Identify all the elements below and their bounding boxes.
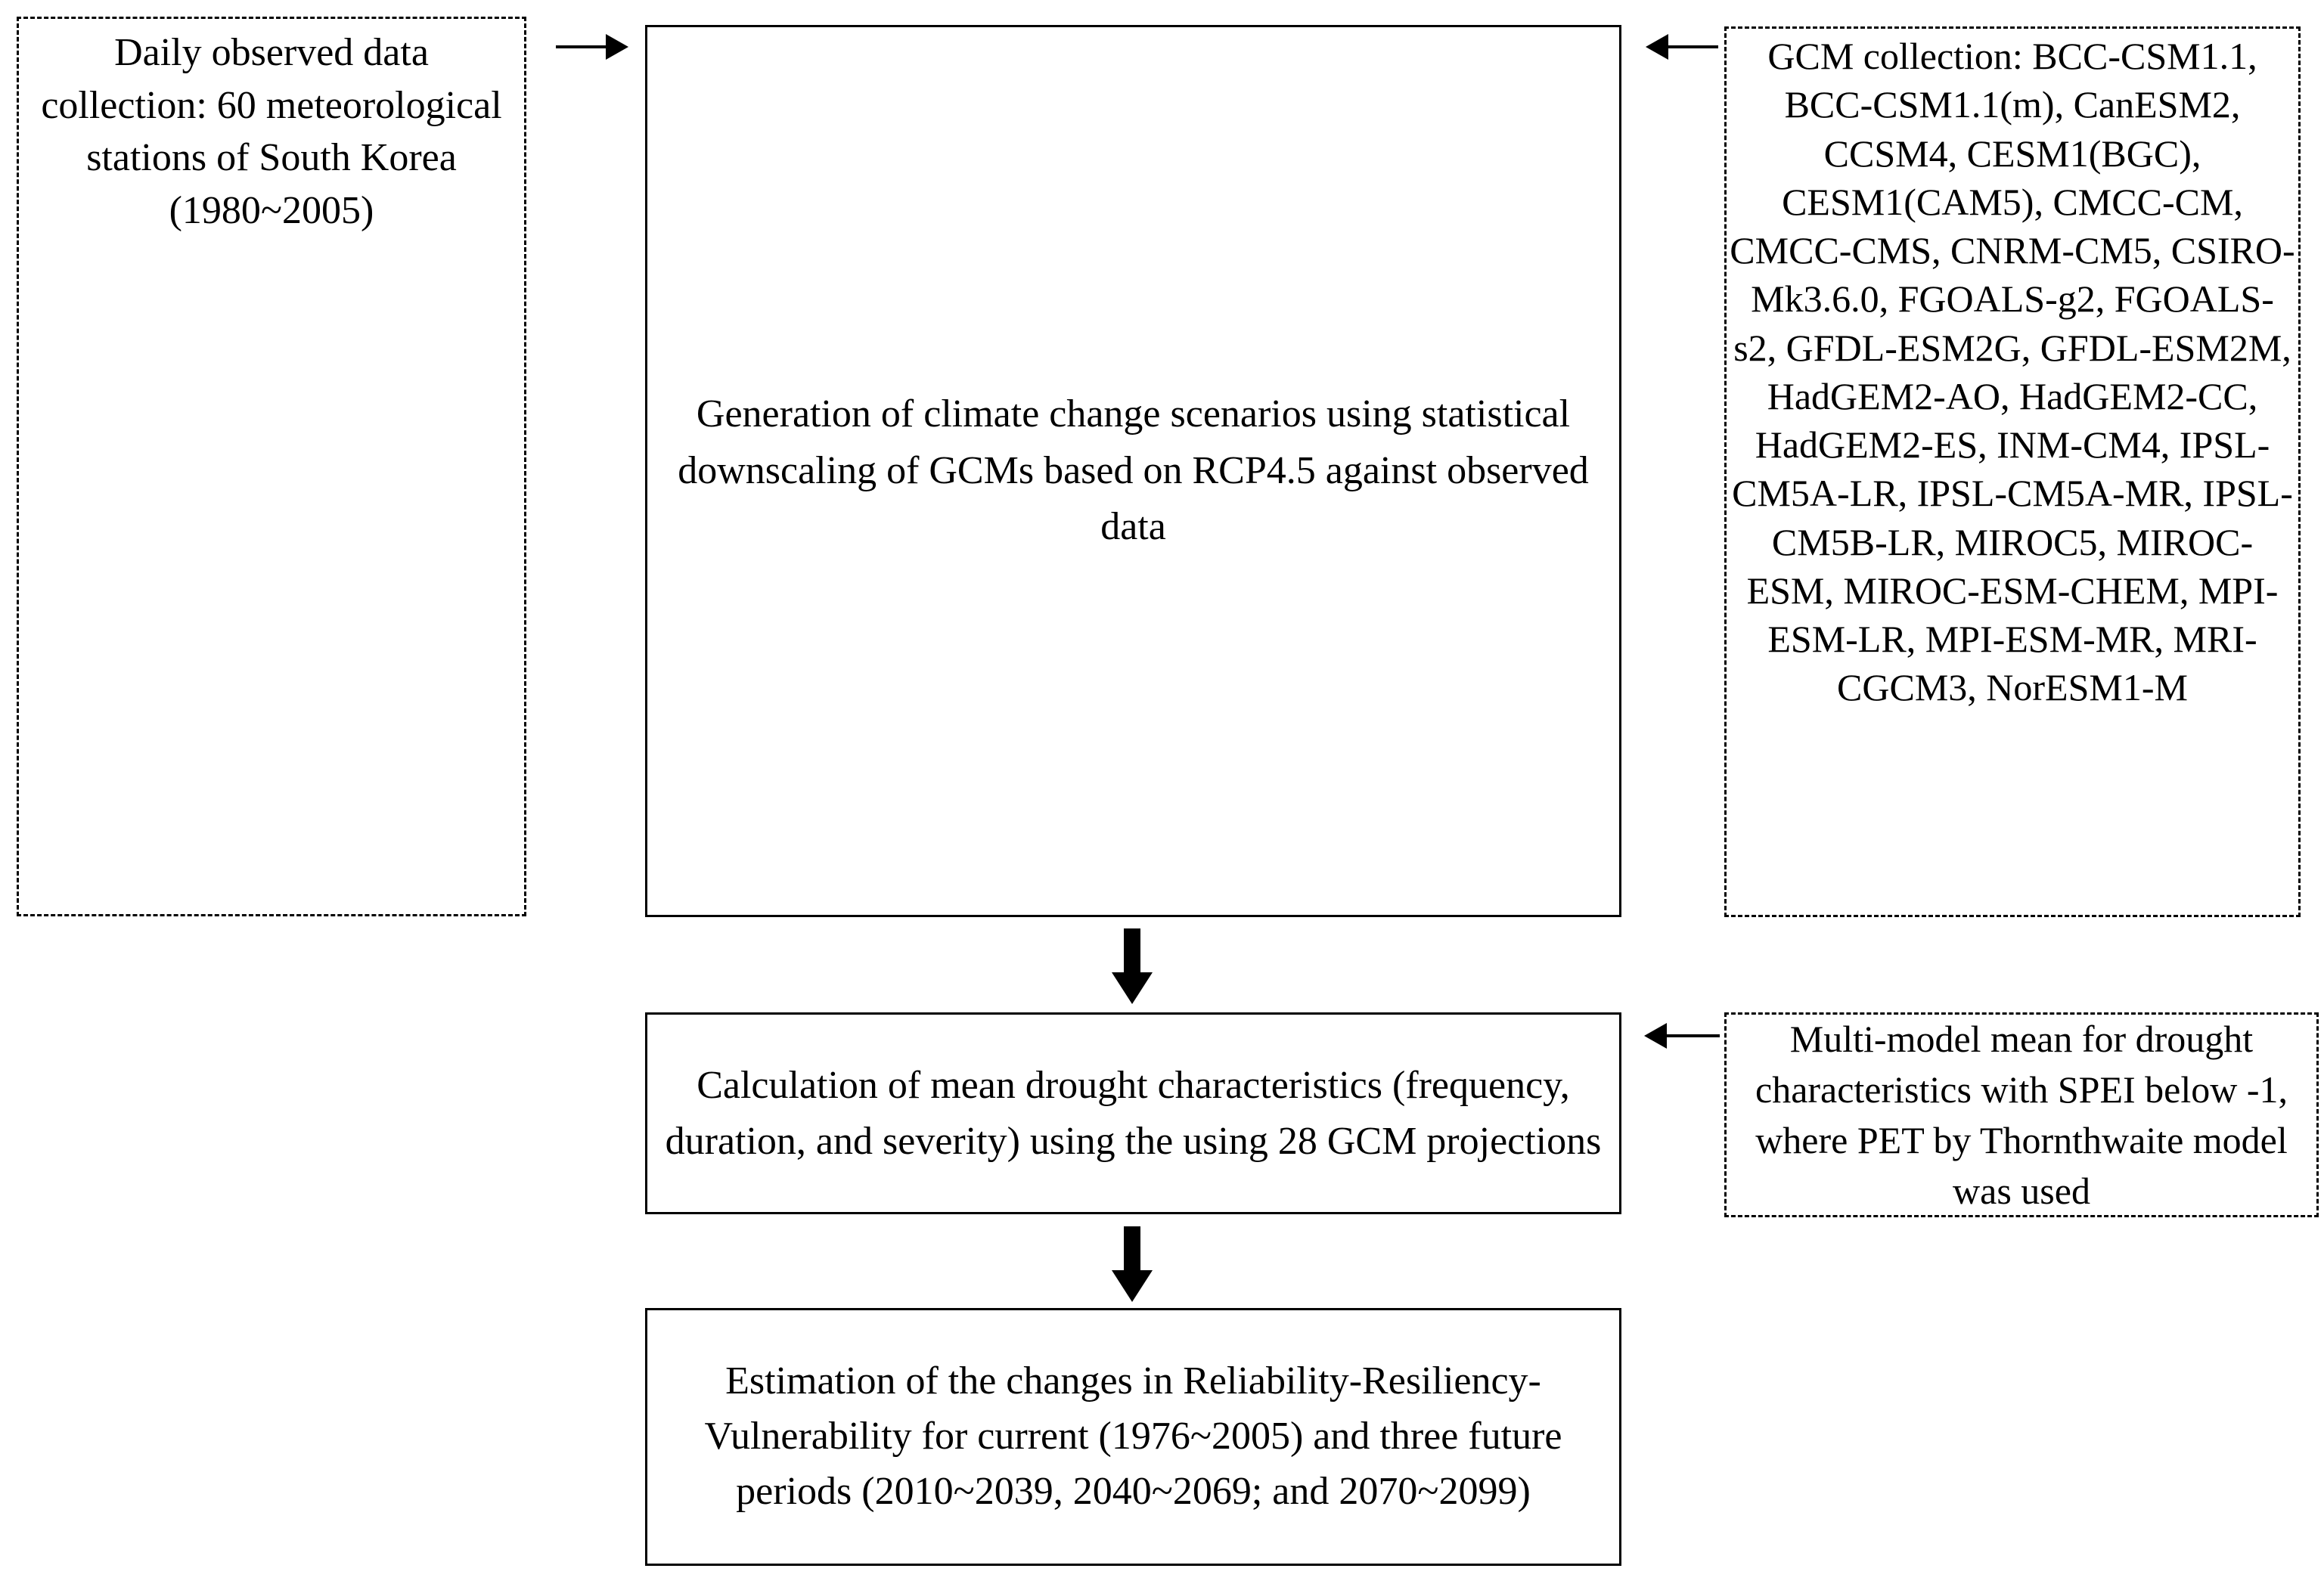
box-scenario-generation-text: Generation of climate change scenarios u… [678,392,1589,549]
box-gcm-collection-text: GCM collection: BCC-CSM1.1, BCC-CSM1.1(m… [1730,35,2295,709]
box-gcm-collection: GCM collection: BCC-CSM1.1, BCC-CSM1.1(m… [1724,26,2301,917]
arrow-left-icon-multimodel-to-drought [1644,1013,1720,1059]
arrow-shaft [1665,45,1718,48]
box-observed-data: Daily observed data collection: 60 meteo… [17,17,526,916]
arrow-left-icon-gcm-to-scenarios [1646,24,1718,70]
arrow-right-icon-observed-to-scenarios [556,24,628,70]
box-observed-data-text: Daily observed data collection: 60 meteo… [41,31,502,233]
box-multi-model-mean: Multi-model mean for drought characteris… [1724,1012,2319,1217]
arrow-shaft [1664,1034,1720,1037]
arrow-shaft [1124,928,1140,974]
arrow-down-icon-scenarios-to-drought [1112,928,1153,1004]
arrow-shaft [1124,1226,1140,1272]
arrow-shaft [556,45,609,48]
box-rrv-estimation-text: Estimation of the changes in Reliability… [704,1359,1562,1513]
arrow-head [1112,972,1153,1004]
arrow-down-icon-drought-to-rrv [1112,1226,1153,1302]
box-multi-model-mean-text: Multi-model mean for drought characteris… [1755,1017,2288,1212]
arrow-head [1644,1023,1667,1049]
box-drought-characteristics-text: Calculation of mean drought characterist… [665,1063,1602,1163]
arrow-head [1646,34,1668,60]
arrow-head [1112,1270,1153,1302]
box-scenario-generation: Generation of climate change scenarios u… [645,25,1621,917]
box-drought-characteristics: Calculation of mean drought characterist… [645,1012,1621,1214]
arrow-head [606,34,628,60]
box-rrv-estimation: Estimation of the changes in Reliability… [645,1308,1621,1566]
